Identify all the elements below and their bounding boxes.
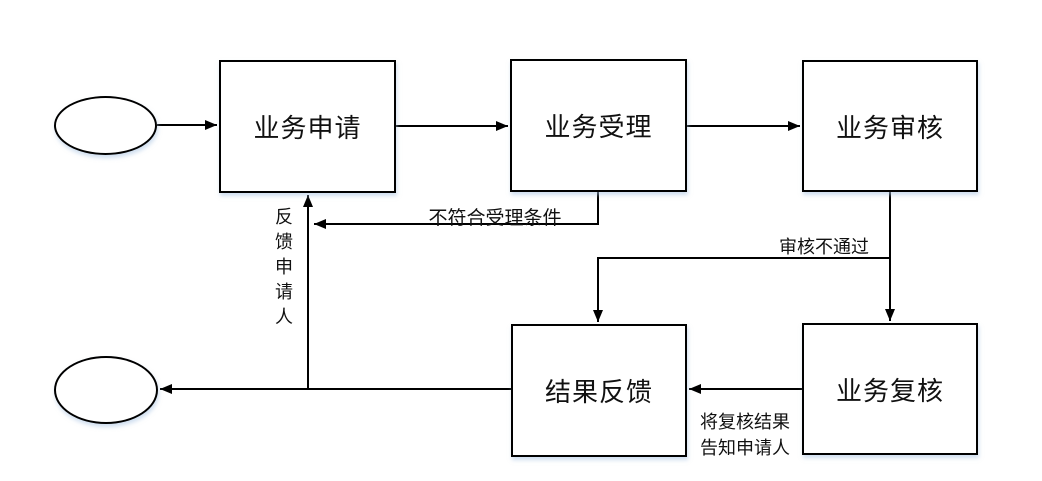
node-business-review: 业务审核 <box>802 60 978 192</box>
end-terminator <box>54 356 158 424</box>
node-business-acceptance: 业务受理 <box>510 59 687 192</box>
node-business-recheck: 业务复核 <box>802 323 978 455</box>
node-business-recheck-label: 业务复核 <box>835 375 944 406</box>
edge-review-to-result-feedback <box>593 257 890 322</box>
node-business-application: 业务申请 <box>219 60 396 193</box>
label-inform-applicant-of-recheck-result: 将复核结果告知申请人 <box>700 412 790 458</box>
label-review-not-passed: 审核不通过 <box>779 237 869 257</box>
node-business-application-label: 业务申请 <box>253 113 362 143</box>
start-terminator <box>54 96 157 155</box>
node-business-review-label: 业务审核 <box>835 112 944 143</box>
node-result-feedback-label: 结果反馈 <box>544 377 653 407</box>
label-not-meet-acceptance-conditions: 不符合受理条件 <box>428 208 562 229</box>
label-feedback-to-applicant: 反馈申请人 <box>275 207 293 327</box>
node-result-feedback: 结果反馈 <box>511 324 687 457</box>
node-business-acceptance-label: 业务受理 <box>544 112 653 142</box>
